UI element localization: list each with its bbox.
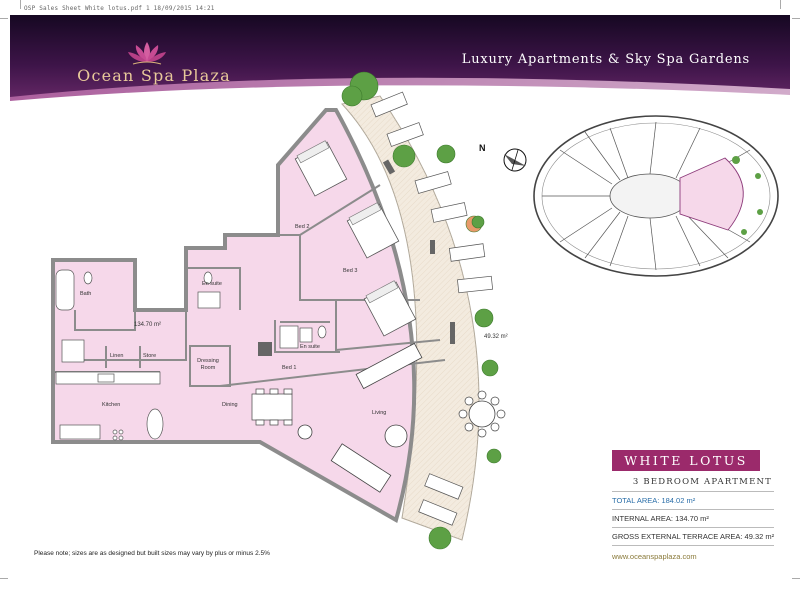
- apartment-info: White Lotus 3 Bedroom Apartment TOTAL AR…: [612, 450, 775, 561]
- room-label-dressing-room: Dressing Room: [197, 358, 219, 371]
- total-area: TOTAL AREA: 184.02 m²: [612, 496, 696, 505]
- divider: [612, 545, 774, 546]
- crop-mark: [0, 578, 8, 579]
- room-label-en-suite-1: En suite: [300, 344, 320, 350]
- room-label-bed-1: Bed 1: [282, 365, 297, 371]
- lotus-logo-icon: [128, 42, 166, 65]
- north-label: N: [479, 143, 486, 153]
- room-label-dining: Dining: [222, 402, 238, 408]
- room-label-kitchen: Kitchen: [102, 402, 121, 408]
- crop-mark: [792, 578, 800, 579]
- site-plan-map: [533, 115, 779, 277]
- brand-name: Ocean Spa Plaza: [77, 66, 231, 85]
- room-label-store: Store: [143, 353, 157, 359]
- divider: [612, 527, 774, 528]
- room-label-en-suite-2: En suite: [202, 281, 222, 287]
- crop-mark: [20, 0, 21, 9]
- disclaimer-note: Please note; sizes are as designed but b…: [34, 550, 270, 557]
- room-label-linen: Linen: [110, 353, 124, 359]
- terrace-area: GROSS EXTERNAL TERRACE AREA: 49.32 m²: [612, 532, 775, 541]
- website-link[interactable]: www.oceanspaplaza.com: [612, 552, 697, 561]
- room-label-living: Living: [372, 410, 387, 416]
- internal-area: INTERNAL AREA: 134.70 m²: [612, 514, 709, 523]
- crop-mark: [780, 0, 781, 9]
- divider: [612, 509, 774, 510]
- room-label-bed-3: Bed 3: [343, 268, 358, 274]
- room-label-bed-2: Bed 2: [295, 224, 310, 230]
- crop-mark: [792, 18, 800, 19]
- apartment-subtitle: 3 Bedroom Apartment: [632, 477, 772, 487]
- header-banner: [10, 15, 790, 105]
- divider: [612, 491, 774, 492]
- north-arrow-icon: [503, 148, 527, 172]
- terrace-area-label: 49.32 m²: [484, 334, 508, 340]
- print-header: OSP Sales Sheet White lotus.pdf 1 18/09/…: [24, 5, 215, 12]
- brand-tagline: Luxury Apartments & Sky Spa Gardens: [461, 52, 750, 67]
- internal-area-label: 134.70 m²: [134, 322, 162, 328]
- room-label-bath: Bath: [80, 291, 92, 297]
- apartment-title: White Lotus: [612, 450, 760, 471]
- crop-mark: [0, 18, 8, 19]
